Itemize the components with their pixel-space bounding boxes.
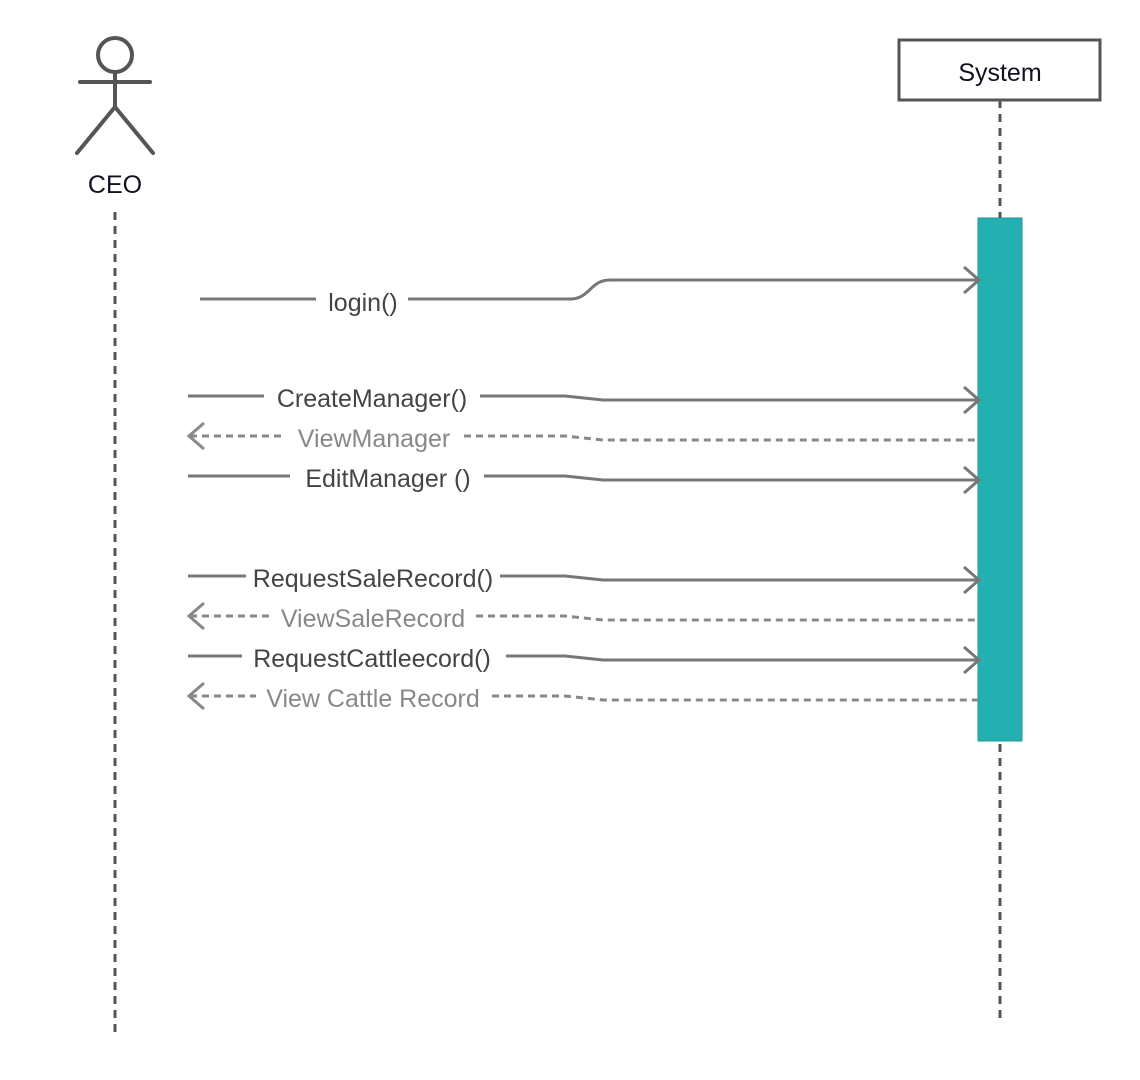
arrow-head bbox=[186, 681, 205, 711]
arrow-head bbox=[963, 265, 982, 295]
arrow-head bbox=[963, 385, 982, 415]
actor-ceo-figure bbox=[75, 36, 155, 155]
message-create-manager: CreateManager() bbox=[188, 385, 982, 415]
system-activation-bar bbox=[977, 217, 1023, 742]
message-view-sale-record: ViewSaleRecord bbox=[186, 601, 978, 633]
system-label: System bbox=[958, 59, 1041, 87]
message-label: RequestCattleecord() bbox=[253, 645, 491, 673]
message-request-cattle-record: RequestCattleecord() bbox=[188, 645, 982, 675]
actor-right-leg bbox=[113, 105, 155, 155]
message-line bbox=[188, 654, 978, 662]
message-label: ViewSaleRecord bbox=[281, 605, 465, 633]
actor-left-leg bbox=[75, 105, 117, 155]
message-line bbox=[188, 474, 978, 482]
actor-ceo-label: CEO bbox=[88, 171, 142, 199]
message-login: login() bbox=[200, 265, 982, 317]
message-edit-manager: EditManager () bbox=[188, 465, 982, 495]
arrow-head bbox=[186, 601, 205, 631]
message-line bbox=[188, 394, 978, 402]
message-line bbox=[188, 574, 978, 582]
message-label: CreateManager() bbox=[277, 385, 467, 413]
arrow-head bbox=[963, 565, 982, 595]
message-view-cattle-record: View Cattle Record bbox=[186, 681, 978, 713]
arrow-head bbox=[963, 465, 982, 495]
message-line bbox=[190, 434, 978, 442]
message-label: EditManager () bbox=[305, 465, 470, 493]
message-line bbox=[200, 278, 978, 301]
actor-head bbox=[96, 36, 134, 74]
message-line bbox=[190, 614, 978, 622]
message-label: View Cattle Record bbox=[266, 685, 480, 713]
message-label: RequestSaleRecord() bbox=[253, 565, 493, 593]
message-request-sale-record: RequestSaleRecord() bbox=[188, 565, 982, 595]
system-box bbox=[897, 38, 1102, 102]
message-line bbox=[190, 694, 978, 702]
message-view-manager: ViewManager bbox=[186, 421, 978, 453]
arrow-head bbox=[186, 421, 205, 451]
message-label: login() bbox=[328, 289, 397, 317]
arrow-head bbox=[963, 645, 982, 675]
message-label: ViewManager bbox=[298, 425, 450, 453]
